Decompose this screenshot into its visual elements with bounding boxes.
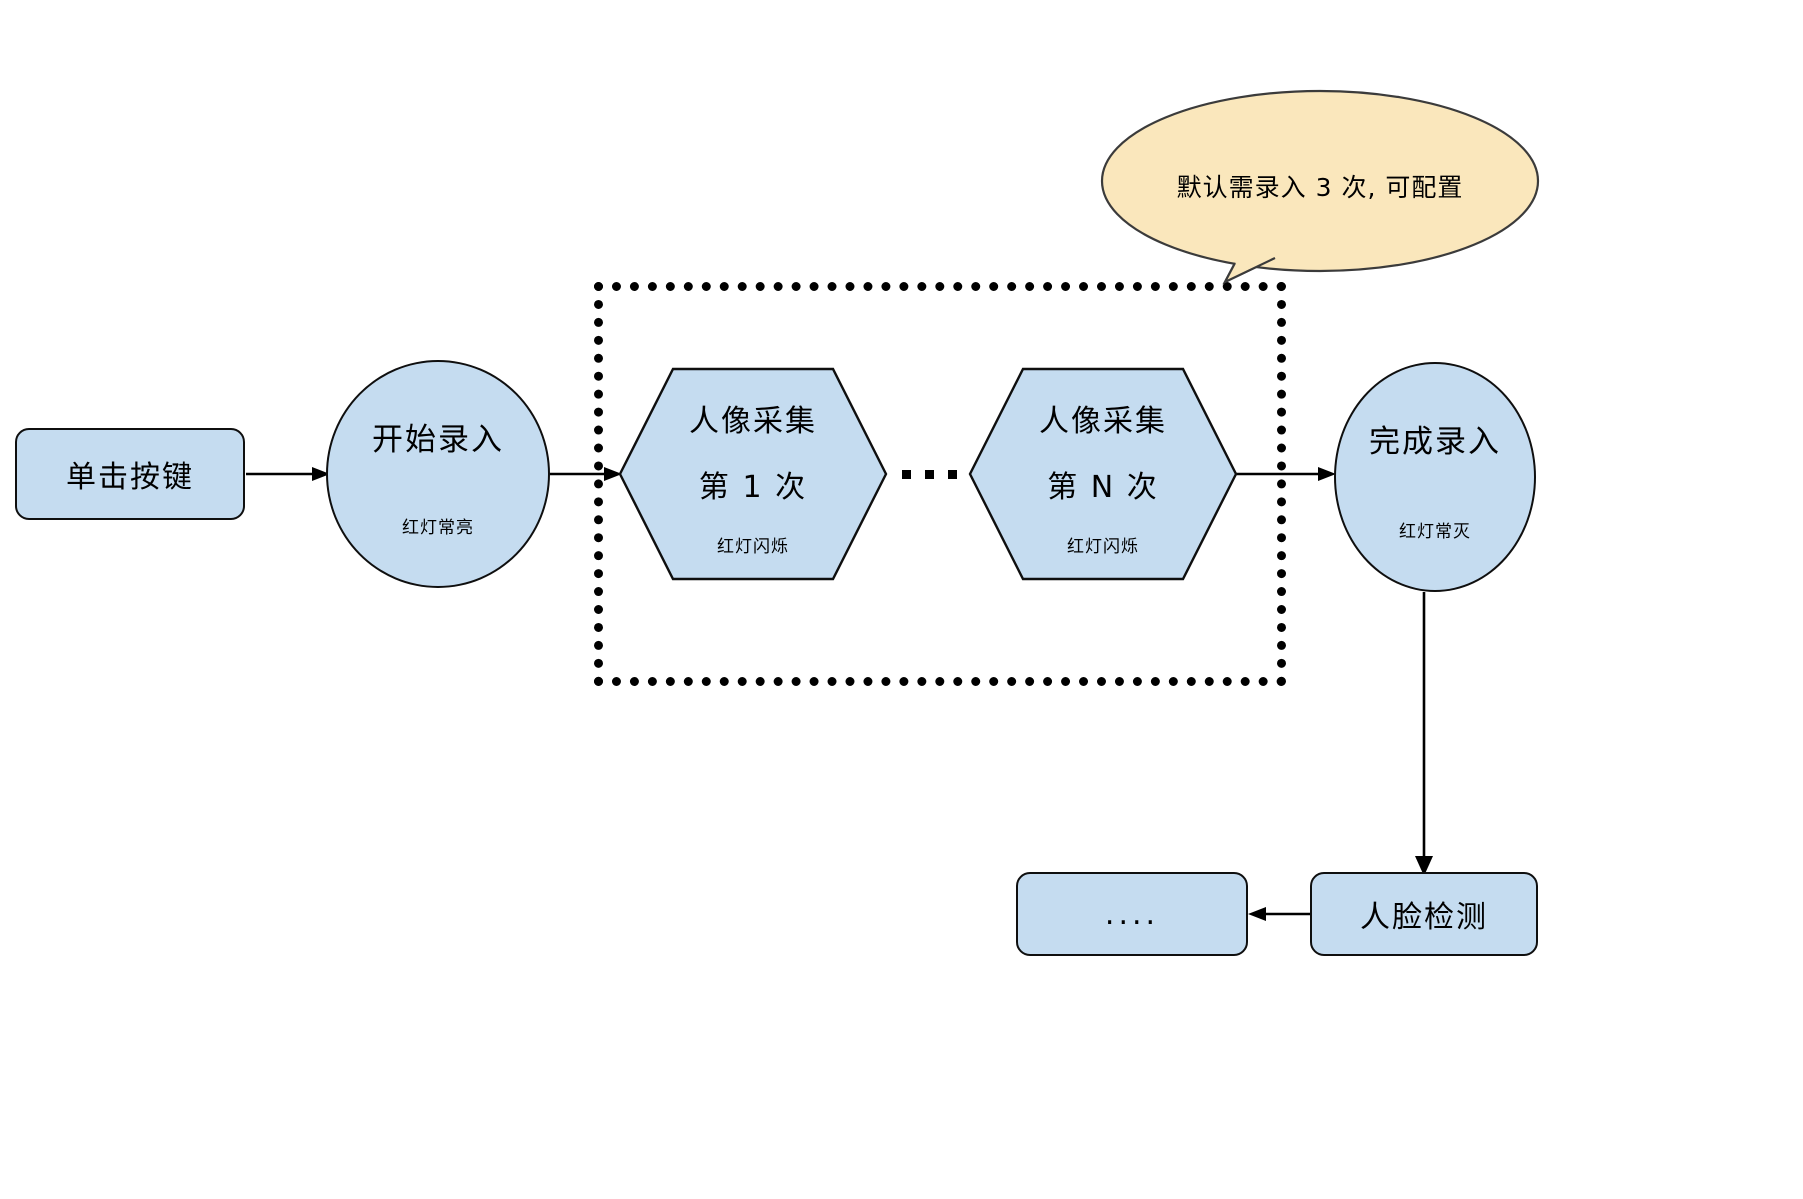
callout-shape: [1100, 89, 1540, 285]
dot-1: [902, 470, 911, 479]
dot-2: [925, 470, 934, 479]
node-finish-enroll-label: 完成录入: [1369, 424, 1501, 460]
node-finish-enroll[interactable]: 完成录入 红灯常灭: [1334, 362, 1536, 592]
node-start-enroll[interactable]: 开始录入 红灯常亮: [326, 360, 550, 588]
hexagon-shape-first: [618, 367, 888, 581]
node-click-key-label: 单击按键: [66, 460, 194, 495]
node-click-key[interactable]: 单击按键: [15, 428, 245, 520]
hexagon-shape-nth: [968, 367, 1238, 581]
node-more-label: ....: [1104, 896, 1160, 932]
node-start-enroll-label: 开始录入: [372, 422, 504, 458]
node-more[interactable]: ....: [1016, 872, 1248, 956]
callout-bubble: 默认需录入 3 次, 可配置: [1100, 86, 1540, 286]
node-face-detect-label: 人脸检测: [1360, 900, 1488, 935]
node-capture-nth[interactable]: 人像采集 第 N 次 红灯闪烁: [968, 367, 1238, 581]
node-start-enroll-sub: 红灯常亮: [402, 518, 474, 538]
node-finish-enroll-sub: 红灯常灭: [1399, 522, 1471, 542]
node-capture-first[interactable]: 人像采集 第 1 次 红灯闪烁: [618, 367, 888, 581]
capture-loop-group: [594, 282, 1286, 686]
arrowhead-detect-to-more: [1248, 907, 1266, 921]
dot-3: [948, 470, 957, 479]
node-face-detect[interactable]: 人脸检测: [1310, 872, 1538, 956]
